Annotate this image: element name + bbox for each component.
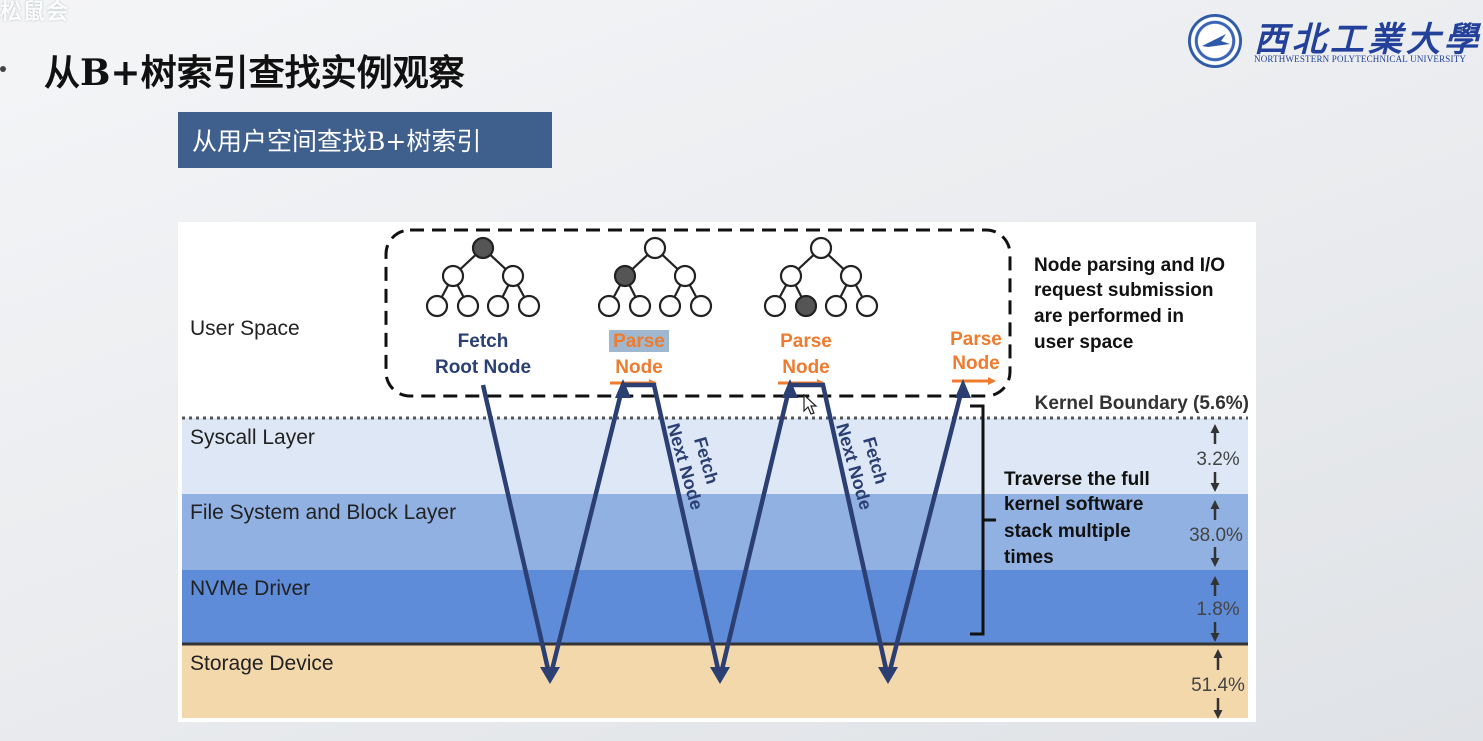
university-name-en: NORTHWESTERN POLYTECHNICAL UNIVERSITY bbox=[1254, 54, 1467, 64]
pct-storage: 51.4% bbox=[1191, 675, 1245, 696]
top-overlay: 松鼠会 bbox=[0, 0, 260, 24]
tree-node bbox=[628, 294, 652, 318]
tree-node-active bbox=[794, 294, 818, 318]
tree-node bbox=[425, 294, 449, 318]
step-label-parse-2: Parse bbox=[780, 331, 832, 352]
tree-node bbox=[763, 294, 787, 318]
university-name-cn: 西北工業大學 bbox=[1254, 20, 1482, 60]
fetch-arrowhead-up-3 bbox=[955, 379, 971, 398]
step-label-node-3: Node bbox=[952, 353, 1000, 374]
tree-node bbox=[486, 294, 510, 318]
layer-label-storage: Storage Device bbox=[190, 652, 334, 675]
user-space-note-line1: Node parsing and I/O bbox=[1034, 255, 1225, 276]
kernel-note-line2: kernel software bbox=[1004, 494, 1143, 515]
layer-band-filesystem bbox=[182, 494, 1248, 570]
slide-title: 从B+树索引查找实例观察 bbox=[44, 52, 465, 94]
step-label-fetch: Fetch bbox=[458, 331, 509, 352]
fetch-arrowhead-down-3 bbox=[878, 667, 898, 684]
step-label-parse-1: Parse bbox=[613, 331, 665, 352]
user-space-region bbox=[384, 228, 1012, 398]
layer-label-nvme: NVMe Driver bbox=[190, 577, 310, 600]
tree-node bbox=[441, 264, 465, 288]
layer-band-nvme bbox=[182, 570, 1248, 644]
fetch-arrowhead-up-1 bbox=[615, 379, 631, 398]
fetch-arrowhead-up-2 bbox=[782, 379, 798, 398]
pct-syscall: 3.2% bbox=[1196, 449, 1239, 470]
user-space-note-line3: are performed in bbox=[1034, 306, 1184, 327]
tree-node-active bbox=[613, 264, 637, 288]
tree-node bbox=[673, 264, 697, 288]
university-emblem-icon bbox=[1188, 14, 1242, 68]
fetch-arrowhead-down-1 bbox=[540, 667, 560, 684]
tree-node bbox=[839, 264, 863, 288]
tree-node bbox=[597, 294, 621, 318]
tree-root-highlight bbox=[425, 236, 541, 318]
tree-inner-highlight bbox=[597, 236, 713, 318]
tree-node bbox=[456, 294, 480, 318]
step-label-node-1: Node bbox=[615, 357, 663, 378]
parse-highlight bbox=[609, 330, 669, 352]
layer-label-filesystem: File System and Block Layer bbox=[190, 501, 456, 524]
tree-node-active bbox=[471, 236, 495, 260]
fetch-arrowhead-down-2 bbox=[710, 667, 730, 684]
pct-filesystem: 38.0% bbox=[1189, 525, 1243, 546]
section-subtitle: 从用户空间查找B+树索引 bbox=[178, 112, 552, 168]
step-label-root-node: Root Node bbox=[435, 357, 531, 378]
btree-lookup-diagram: User Space Syscall Layer File System and… bbox=[178, 222, 1256, 722]
tree-node bbox=[501, 264, 525, 288]
tree-node bbox=[824, 294, 848, 318]
layer-band-syscall bbox=[182, 418, 1248, 494]
tree-node bbox=[689, 294, 713, 318]
kernel-traverse-brace bbox=[970, 404, 996, 636]
layer-label-user-space: User Space bbox=[190, 317, 300, 340]
watermark-text: 松鼠会 bbox=[0, 0, 70, 24]
user-space-note-line4: user space bbox=[1034, 332, 1133, 353]
tree-leaf-highlight bbox=[763, 236, 879, 318]
tree-node bbox=[517, 294, 541, 318]
title-bullet bbox=[0, 66, 6, 72]
user-space-note-line2: request submission bbox=[1034, 280, 1214, 301]
kernel-note-line3: stack multiple bbox=[1004, 521, 1131, 542]
step-label-node-2: Node bbox=[782, 357, 830, 378]
tree-node bbox=[643, 236, 667, 260]
step-label-parse-3: Parse bbox=[950, 329, 1002, 350]
university-logo: 西北工業大學 NORTHWESTERN POLYTECHNICAL UNIVER… bbox=[1188, 8, 1478, 74]
tree-node bbox=[809, 236, 833, 260]
tree-node bbox=[779, 264, 803, 288]
tree-node bbox=[658, 294, 682, 318]
kernel-note-line4: times bbox=[1004, 547, 1054, 568]
layer-label-syscall: Syscall Layer bbox=[190, 426, 315, 449]
tree-node bbox=[855, 294, 879, 318]
kernel-note-line1: Traverse the full bbox=[1004, 469, 1150, 490]
pct-nvme: 1.8% bbox=[1196, 599, 1239, 620]
layer-band-user-space bbox=[178, 222, 1256, 418]
kernel-boundary-label: Kernel Boundary (5.6%) bbox=[1035, 393, 1249, 414]
mouse-cursor-icon bbox=[803, 394, 818, 415]
